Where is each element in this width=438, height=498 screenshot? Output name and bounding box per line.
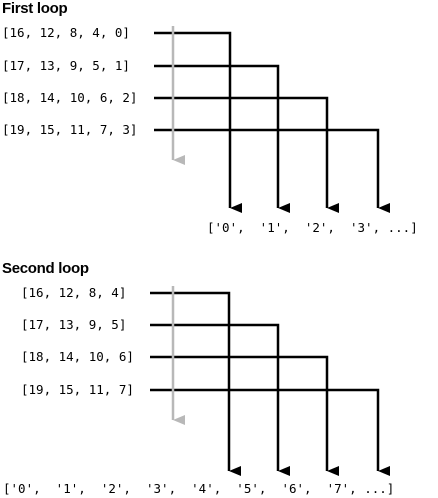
first-loop-row: [18, 14, 10, 6, 2] — [2, 90, 138, 105]
second-loop-row-2-connector — [150, 355, 339, 476]
second-loop-row-0-connector — [150, 291, 241, 476]
first-loop-connectors — [154, 31, 390, 213]
first-loop-row-3-connector — [154, 128, 390, 213]
first-loop-row-0-connector — [154, 31, 242, 213]
first-loop-row-2-connector — [154, 96, 339, 213]
second-loop-row: [18, 14, 10, 6] — [21, 349, 134, 364]
second-loop-row: [19, 15, 11, 7] — [21, 382, 134, 397]
second-loop-connectors — [150, 291, 390, 476]
second-loop-row: [16, 12, 8, 4] — [21, 285, 127, 300]
first-loop-result: ['0', '1', '2', '3', ...] — [207, 220, 418, 235]
first-loop-row-1-connector — [154, 64, 290, 213]
second-loop-row-3-connector — [150, 388, 390, 476]
second-loop-result: ['0', '1', '2', '3', '4', '5', '6', '7',… — [3, 481, 395, 496]
second-loop-row: [17, 13, 9, 5] — [21, 317, 127, 332]
first-loop-row: [17, 13, 9, 5, 1] — [2, 58, 130, 73]
second-loop-row-1-connector — [150, 323, 290, 476]
second-loop-title: Second loop — [2, 260, 89, 277]
first-loop-row: [16, 12, 8, 4, 0] — [2, 25, 130, 40]
first-loop-row: [19, 15, 11, 7, 3] — [2, 122, 138, 137]
first-loop-title: First loop — [2, 0, 68, 17]
